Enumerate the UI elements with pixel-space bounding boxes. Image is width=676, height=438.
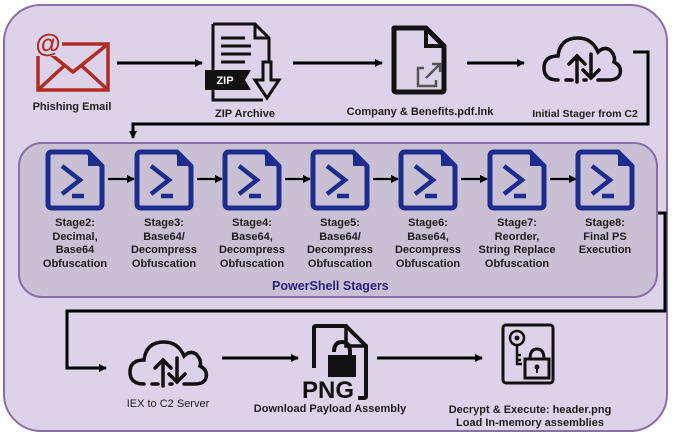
- stage-label-line: Stage2:: [55, 217, 95, 229]
- stage-label-line: Decompress: [218, 244, 286, 256]
- envelope-at-icon: @: [34, 30, 110, 92]
- stage-label-line: Stage5:: [320, 217, 360, 229]
- initial-stager-label: Initial Stager from C2: [532, 108, 638, 120]
- group-title: PowerShell Stagers: [272, 279, 389, 293]
- shortcut-file-icon: [391, 25, 447, 95]
- locked-png-file-icon: PNG: [302, 324, 368, 400]
- stage-label-line: Reorder,: [494, 230, 540, 243]
- decrypt-label-line-2: Load In-memory assemblies: [456, 417, 604, 429]
- stage-label-line: Decimal,: [52, 230, 98, 243]
- stage-label-line: Base64: [55, 244, 95, 256]
- cloud-sync-icon: [542, 36, 623, 84]
- stage-label-line: Obfuscation: [307, 257, 373, 270]
- zip-file-download-icon: ZIP: [205, 22, 282, 102]
- stage-label-line: Stage7:: [497, 217, 537, 229]
- stage-label-line: Decompress: [306, 244, 374, 256]
- stage-label-line: Final PS: [583, 230, 627, 243]
- powershell-file-icon: [222, 149, 282, 211]
- powershell-file-icon: [45, 149, 105, 211]
- stage-label-line: Obfuscation: [42, 257, 108, 270]
- zip-archive-label: ZIP Archive: [215, 108, 275, 120]
- connector-stager-to-stages: [129, 50, 650, 139]
- stage-label-line: Obfuscation: [219, 257, 285, 270]
- stage-label-line: Base64,: [407, 230, 449, 243]
- stage-label-line: Base64/: [319, 230, 361, 243]
- stage-label-line: Stage8:: [585, 217, 625, 229]
- svg-text:ZIP: ZIP: [216, 75, 233, 87]
- powershell-file-icon: [398, 149, 458, 211]
- download-payload-label: Download Payload Assembly: [253, 403, 407, 415]
- powershell-stagers-group: [18, 142, 658, 298]
- stage-label-line: Obfuscation: [484, 257, 550, 270]
- stage-label-line: Decompress: [130, 244, 198, 256]
- decrypt-label: Decrypt & Execute: header.png Load In-me…: [430, 404, 630, 430]
- stage-label-line: Stage3:: [144, 217, 184, 229]
- powershell-file-icon: [487, 149, 547, 211]
- connector-stages-to-iex: [65, 211, 667, 372]
- stage-label-line: Stage4:: [232, 217, 272, 229]
- stage-label-line: Base64/: [143, 230, 185, 243]
- cloud-sync-icon: [128, 340, 209, 388]
- stage-label-line: String Replace: [478, 244, 556, 256]
- powershell-file-icon: [310, 149, 370, 211]
- svg-text:@: @: [35, 30, 60, 58]
- powershell-file-icon: [575, 149, 635, 211]
- iex-label: IEX to C2 Server: [126, 398, 210, 410]
- stage-label-line: Obfuscation: [131, 257, 197, 270]
- stage-label-line: Decompress: [394, 244, 462, 256]
- key-lock-file-icon: [501, 323, 555, 385]
- stage-label-line: Stage6:: [408, 217, 448, 229]
- svg-text:PNG: PNG: [302, 377, 354, 400]
- lnk-file-label: Company & Benefits.pdf.lnk: [346, 106, 494, 118]
- powershell-file-icon: [134, 149, 194, 211]
- stage-label-line: Obfuscation: [395, 257, 461, 270]
- phishing-email-label: Phishing Email: [32, 101, 112, 113]
- decrypt-label-line-1: Decrypt & Execute: header.png: [448, 404, 612, 416]
- stage-label-line: Base64,: [231, 230, 273, 243]
- stage-label-line: Execution: [578, 244, 632, 256]
